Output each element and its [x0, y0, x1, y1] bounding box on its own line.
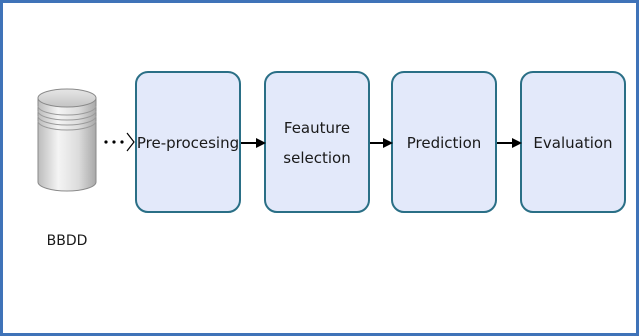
database-label: BBDD: [47, 233, 88, 249]
step-label-feature-selection-line1: Feauture: [284, 119, 350, 137]
step-label-prediction: Prediction: [407, 134, 482, 152]
dotted-connector: [104, 132, 135, 152]
step-label-evaluation: Evaluation: [533, 134, 612, 152]
step-label-feature-selection-line2: selection: [283, 149, 350, 167]
database-icon: [37, 88, 97, 192]
step-box-preprocessing: [135, 71, 241, 213]
step-box-feature-selection: [264, 71, 370, 213]
step-label-preprocessing: Pre-procesing: [137, 134, 239, 152]
